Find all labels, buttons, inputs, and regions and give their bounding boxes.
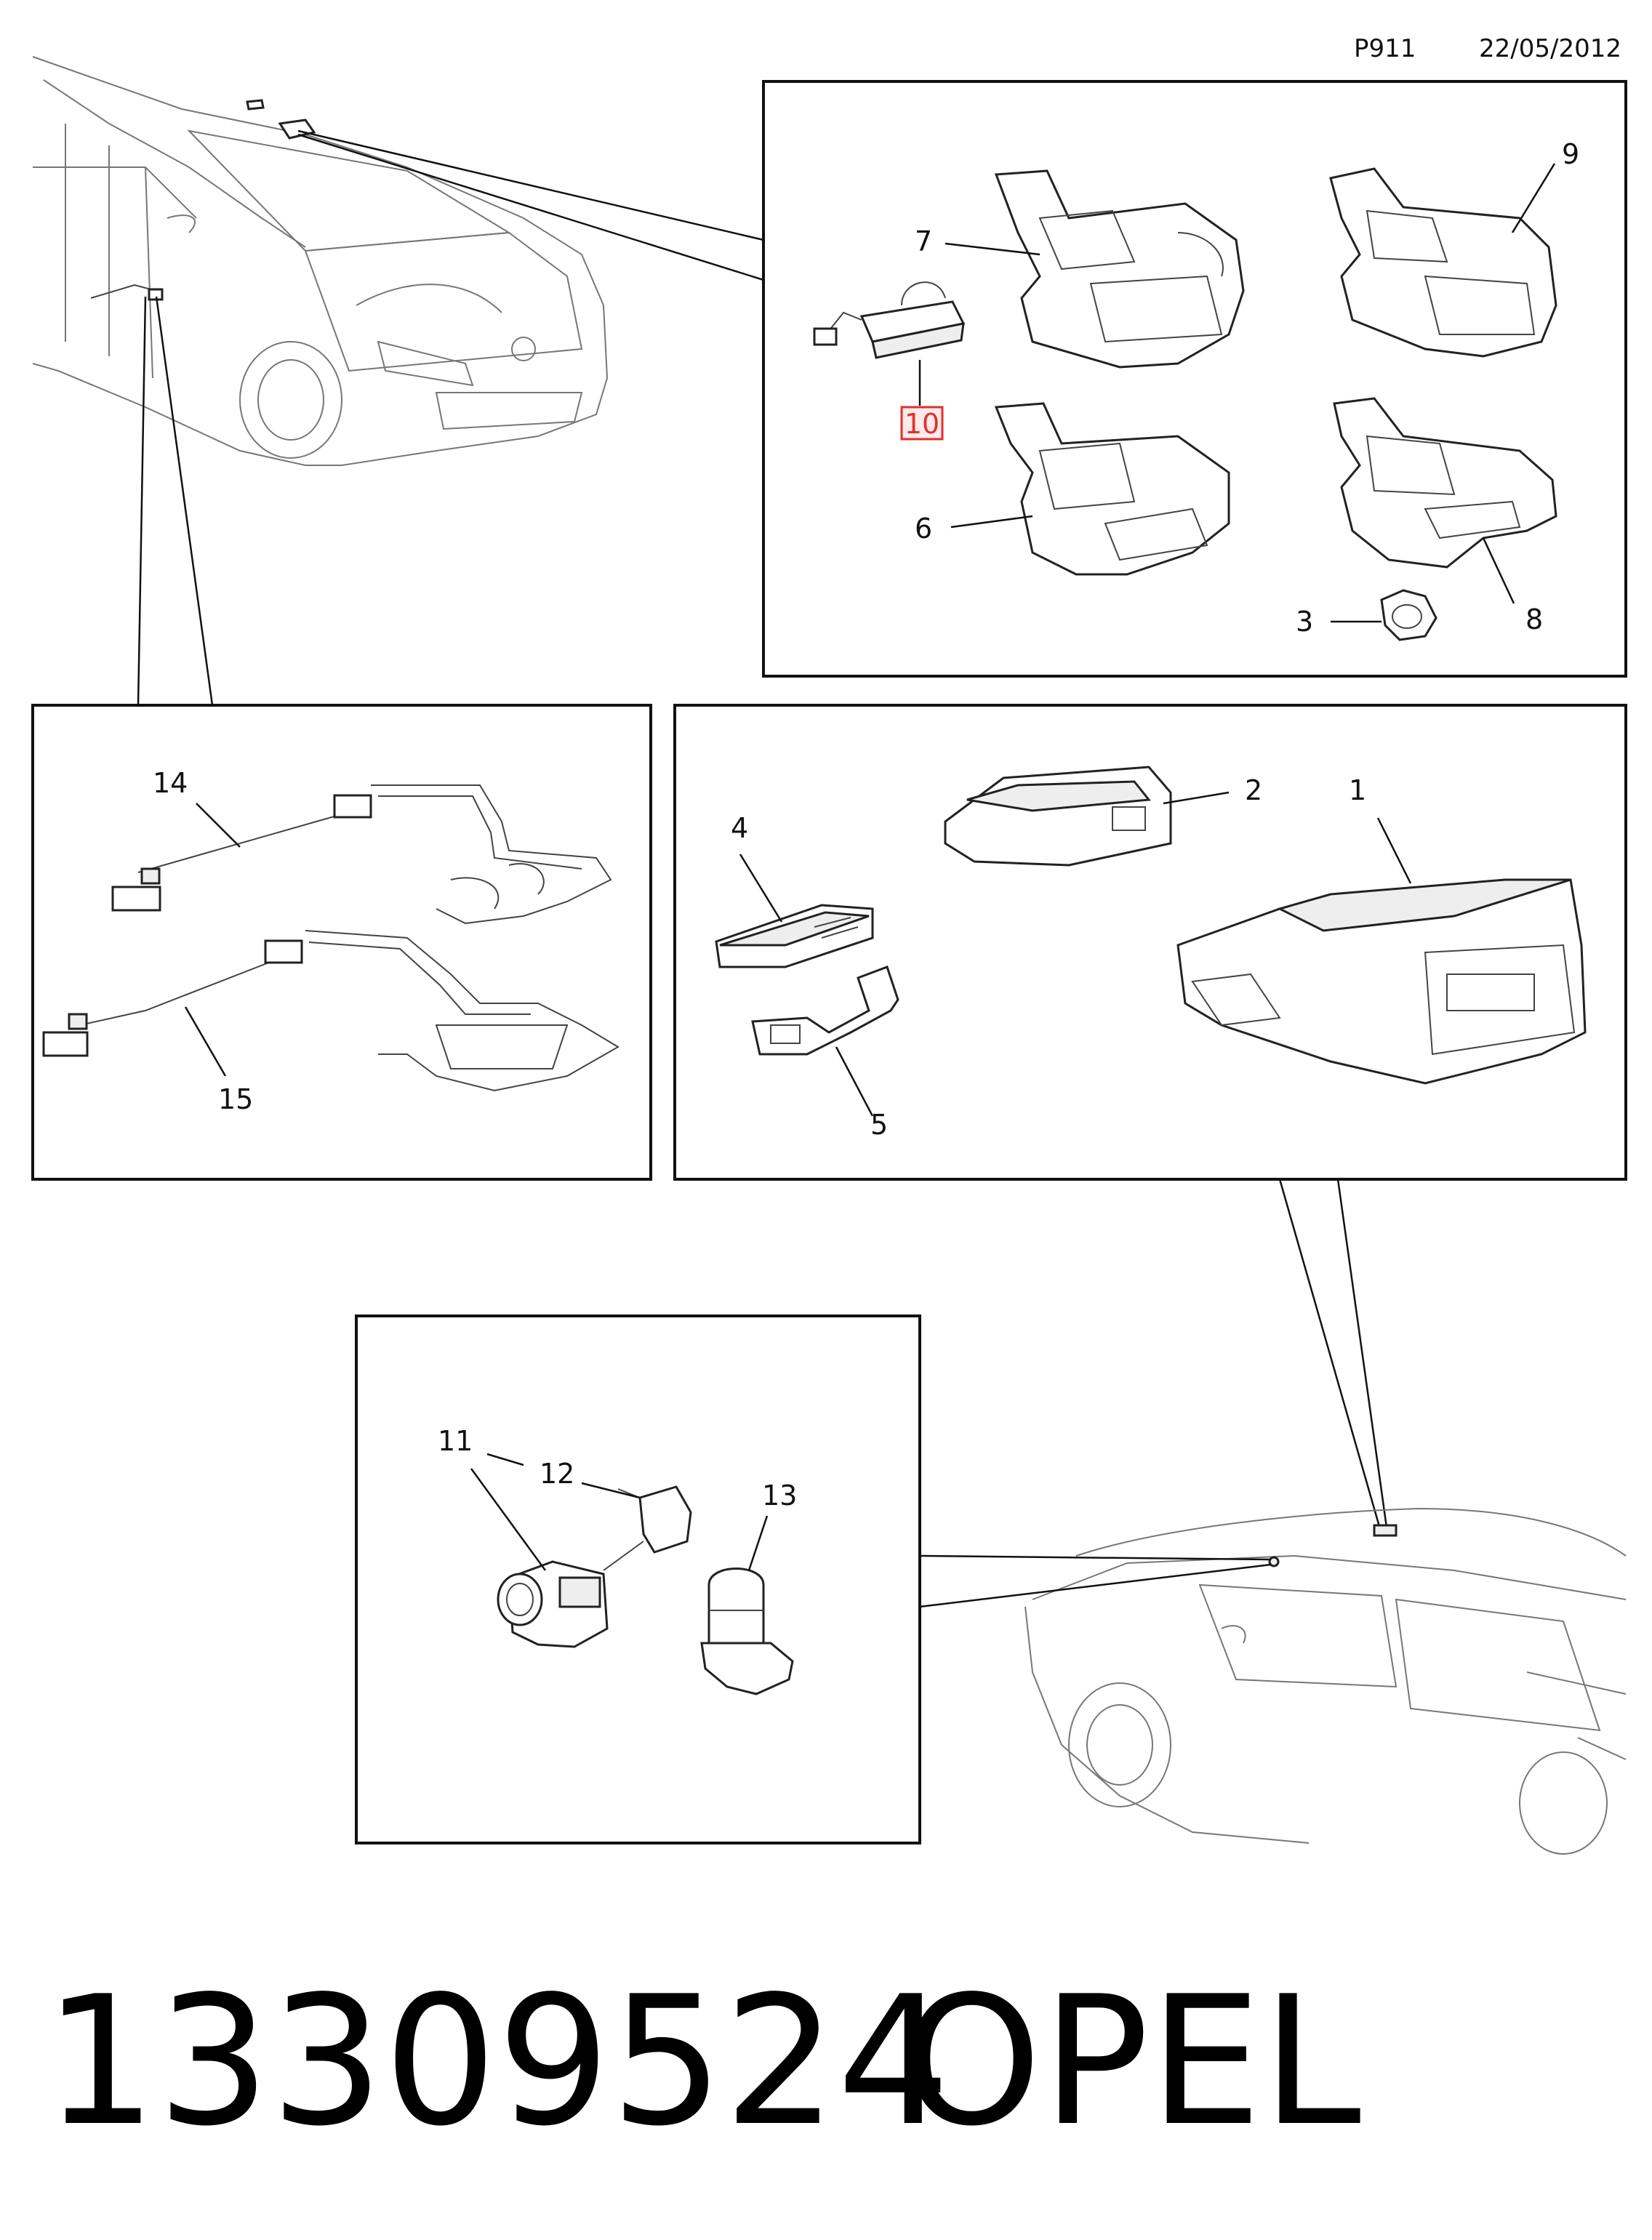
leader-9	[1511, 163, 1556, 233]
leader-panel-down-right	[1336, 1179, 1389, 1533]
callout-15: 15	[218, 1083, 253, 1115]
part-6-bracket	[994, 402, 1230, 576]
part-1-control-unit	[1176, 878, 1587, 1085]
leader-socket-lower	[919, 1563, 1272, 1608]
part-8-bracket	[1333, 397, 1557, 569]
callout-5: 5	[870, 1109, 888, 1141]
callout-9: 9	[1562, 138, 1579, 170]
callout-7: 7	[915, 225, 932, 257]
car-front-illustration	[32, 56, 609, 466]
part-9-bracket	[1329, 167, 1557, 358]
door-harness-marker	[90, 284, 157, 299]
leader-12	[581, 1482, 641, 1499]
callout-8: 8	[1525, 603, 1543, 635]
brand-name: OPEL	[902, 1958, 1361, 2165]
callout-2: 2	[1245, 774, 1262, 806]
door-connector-marker	[148, 288, 164, 301]
part-number: 13309524	[44, 1958, 950, 2165]
callout-6: 6	[915, 513, 932, 545]
leader-11-12	[486, 1453, 524, 1466]
callout-11: 11	[438, 1425, 473, 1457]
leader-2	[1163, 791, 1230, 805]
car-rear-illustration	[1025, 1507, 1627, 1855]
leader-8	[1482, 537, 1515, 604]
part-4-module	[715, 904, 874, 968]
callout-3: 3	[1296, 606, 1313, 638]
panel-control-units	[673, 704, 1627, 1181]
leader-7	[945, 242, 1040, 256]
leader-panel-down-left	[1278, 1179, 1383, 1535]
leader-roof-lower	[297, 133, 764, 281]
leader-harness-left	[137, 296, 147, 706]
callout-4: 4	[731, 812, 748, 844]
leader-14	[196, 803, 241, 848]
leader-13	[747, 1515, 769, 1571]
leader-5	[835, 1046, 874, 1117]
leader-1	[1376, 817, 1412, 884]
callout-13: 13	[762, 1480, 797, 1512]
leader-harness-right	[155, 296, 214, 706]
part-10-rain-sensor	[813, 281, 966, 359]
leader-roof-upper	[297, 129, 764, 241]
panel-sockets	[355, 1314, 921, 1844]
panel-roof-module	[762, 80, 1627, 678]
callout-10-highlight	[900, 406, 944, 441]
leader-11	[470, 1468, 547, 1571]
part-14-harness	[111, 784, 612, 925]
leader-socket-upper	[919, 1554, 1272, 1561]
rear-roof-marker	[1373, 1524, 1398, 1537]
callout-10: 10	[905, 408, 939, 440]
leader-4	[739, 854, 783, 923]
callout-1: 1	[1349, 774, 1366, 806]
roof-sensor-marker	[246, 99, 265, 111]
leader-15	[184, 1006, 227, 1077]
callout-12: 12	[540, 1458, 574, 1490]
part-12-connector	[603, 1485, 692, 1571]
part-3-light-sensor	[1380, 589, 1438, 641]
diagram-code: P911	[1354, 34, 1416, 63]
leader-6	[950, 515, 1033, 529]
rear-socket-marker	[1268, 1556, 1280, 1567]
part-15-harness	[42, 930, 620, 1092]
roof-module-marker	[278, 119, 316, 140]
part-13-bulb	[700, 1567, 794, 1695]
part-5-bracket	[751, 966, 899, 1056]
diagram-date: 22/05/2012	[1479, 34, 1621, 63]
part-11-socket	[497, 1560, 609, 1648]
part-2-module	[944, 766, 1172, 867]
panel-harness	[31, 704, 652, 1181]
callout-14: 14	[153, 767, 188, 799]
part-7-bracket	[994, 169, 1245, 369]
